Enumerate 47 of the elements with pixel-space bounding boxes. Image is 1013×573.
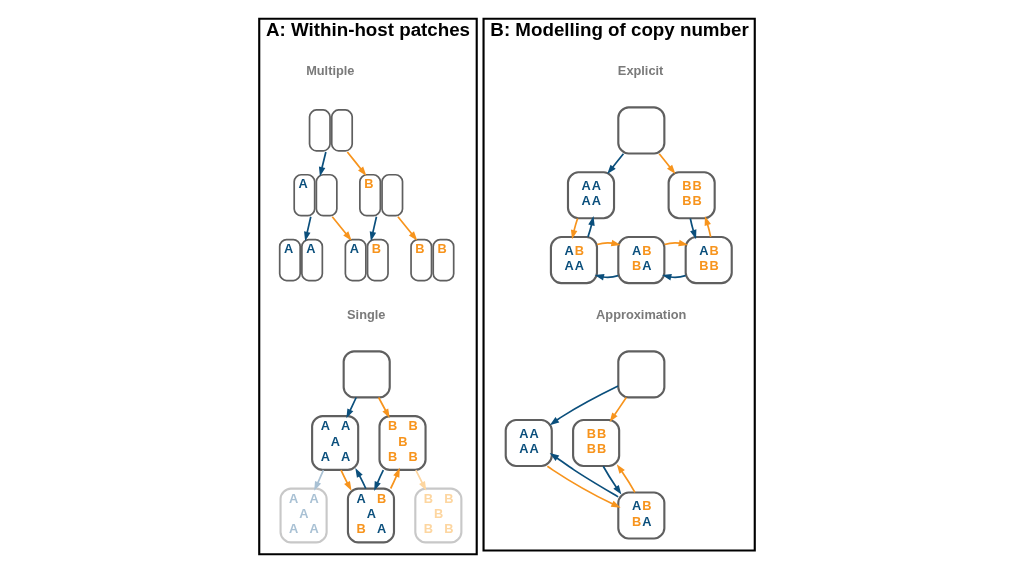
label: Approximation bbox=[595, 307, 686, 323]
arrow bbox=[609, 396, 627, 423]
label: Single bbox=[346, 307, 385, 323]
arrow bbox=[377, 396, 390, 419]
arrow bbox=[345, 396, 357, 419]
arrow bbox=[688, 217, 696, 240]
arrow bbox=[595, 239, 621, 247]
node-box bbox=[616, 350, 665, 399]
node-box bbox=[616, 106, 665, 155]
arrow bbox=[586, 216, 595, 238]
arrow bbox=[546, 465, 621, 508]
arrow bbox=[369, 215, 377, 242]
node-box: AA AA bbox=[504, 418, 553, 468]
node-box: AB AA bbox=[549, 235, 598, 285]
arrow bbox=[396, 215, 417, 241]
arrow bbox=[704, 216, 711, 238]
node-box: A B A B A bbox=[346, 487, 395, 544]
node-box: B B B B B bbox=[377, 415, 427, 471]
arrow bbox=[313, 469, 324, 491]
node-box: A A A A A bbox=[279, 487, 328, 544]
node-box: B B B B B bbox=[413, 487, 462, 544]
node-box: BB BB bbox=[571, 418, 620, 468]
arrow bbox=[330, 215, 352, 241]
label: Multiple bbox=[305, 63, 354, 79]
arrow bbox=[354, 467, 367, 490]
arrow bbox=[570, 217, 578, 240]
node-box bbox=[342, 350, 391, 399]
arrow bbox=[373, 469, 384, 491]
node-box: BB BB bbox=[667, 171, 716, 220]
arrow bbox=[594, 273, 619, 281]
arrow bbox=[601, 465, 621, 495]
node-box: AB BA bbox=[616, 491, 665, 540]
arrow bbox=[606, 152, 624, 175]
arrow bbox=[549, 385, 619, 426]
arrow bbox=[663, 239, 688, 247]
arrow bbox=[346, 151, 366, 176]
node-box: AA AA bbox=[566, 171, 615, 220]
label: Explicit bbox=[617, 63, 663, 79]
node-box: AB BA bbox=[616, 235, 665, 285]
node-box: A A A A A bbox=[310, 415, 359, 471]
node-box: AB BB bbox=[684, 235, 733, 285]
arrow bbox=[389, 467, 400, 490]
arrow bbox=[549, 452, 619, 498]
arrow bbox=[616, 464, 636, 494]
arrow bbox=[318, 151, 327, 177]
arrow bbox=[661, 273, 686, 281]
arrow bbox=[657, 152, 675, 175]
